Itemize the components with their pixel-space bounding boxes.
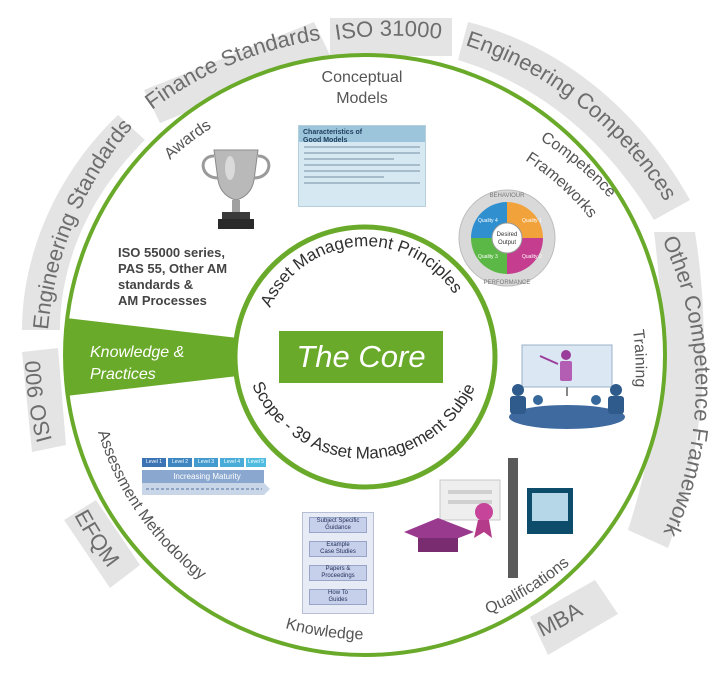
core-label: The Core xyxy=(296,339,426,374)
tab-shape-finance[interactable] xyxy=(144,22,330,123)
card-line xyxy=(304,170,420,172)
trophy-icon xyxy=(201,149,271,229)
tab-shape-efqm[interactable] xyxy=(64,500,140,588)
tab-shape-engstd[interactable] xyxy=(22,115,145,330)
knowledge-practices-line2: Practices xyxy=(90,366,156,383)
knowledge-guides-stack: Subject Specific Guidance Example Case S… xyxy=(302,512,374,614)
card-line xyxy=(304,146,420,148)
quality-q2: Quality 2 xyxy=(522,254,542,260)
knowledge-practices-wedge[interactable] xyxy=(63,318,238,396)
guide-item-line: Proceedings xyxy=(321,573,355,579)
quality-performance: PERFORMANCE xyxy=(484,280,531,286)
ring-label-training: Training xyxy=(629,328,649,387)
knowledge-practices-line1: Knowledge & xyxy=(90,344,185,361)
tab-shape-engcomp[interactable] xyxy=(458,22,690,220)
level-label: Level 2 xyxy=(171,459,189,465)
increasing-maturity-label: Increasing Maturity xyxy=(173,472,241,481)
core-label-box[interactable] xyxy=(279,331,443,383)
guide-item-line: Case Studies xyxy=(320,549,356,555)
card-line xyxy=(304,152,420,154)
maturity-level-labels: Level 1 Level 2 Level 3 Level 4 Level 5 … xyxy=(142,458,266,488)
good-models-card-header: Characteristics of Good Models xyxy=(299,126,425,144)
iso55000-line3: standards & xyxy=(118,277,194,292)
knowledge-practices-label: Knowledge & Practices xyxy=(90,342,230,386)
training-presentation-icon xyxy=(509,344,625,429)
level-label: Level 5 xyxy=(247,459,265,465)
card-line xyxy=(304,158,394,160)
ring-label-conceptual-1: Conceptual xyxy=(322,69,403,86)
level-label: Level 1 xyxy=(145,459,163,465)
card-line xyxy=(304,182,420,184)
iso55000-line2: PAS 55, Other AM xyxy=(118,261,228,276)
iso55000-line1: ISO 55000 series, xyxy=(118,245,225,260)
iso55000-line4: AM Processes xyxy=(118,293,207,308)
card-line xyxy=(304,164,420,166)
quality-behaviour: BEHAVIOUR xyxy=(490,193,526,199)
iso55000-text: ISO 55000 series, PAS 55, Other AM stand… xyxy=(118,245,248,309)
level-label: Level 3 xyxy=(197,459,215,465)
guide-item[interactable]: Example Case Studies xyxy=(309,541,367,557)
good-models-title-2: Good Models xyxy=(303,137,348,144)
quality-q1: Quality 1 xyxy=(522,218,542,224)
guide-item-line: Papers & xyxy=(325,566,351,572)
guide-item-line: Subject Specific xyxy=(316,518,360,524)
guide-item-line: How To xyxy=(328,590,348,596)
quality-wheel-icon: Desired Output Quality 1 Quality 2 Quali… xyxy=(458,189,556,287)
good-models-card: Characteristics of Good Models xyxy=(298,125,426,207)
card-line xyxy=(304,176,384,178)
guide-item-line: Guides xyxy=(328,597,348,603)
quality-center-2: Output xyxy=(498,240,516,246)
maturity-levels-graphic xyxy=(142,458,270,495)
quality-q4: Quality 4 xyxy=(478,218,498,224)
tab-shape-iso31000[interactable] xyxy=(330,18,452,56)
good-models-title-1: Characteristics of xyxy=(303,129,363,136)
guide-item[interactable]: How To Guides xyxy=(309,589,367,605)
tab-shape-iso9001[interactable] xyxy=(22,348,66,452)
qualifications-graduation-icon xyxy=(404,458,573,578)
tab-shape-mba[interactable] xyxy=(530,580,618,655)
guide-item[interactable]: Subject Specific Guidance xyxy=(309,517,367,533)
ring-label-conceptual-2: Models xyxy=(336,90,388,107)
level-label: Level 4 xyxy=(223,459,241,465)
quality-center-1: Desired xyxy=(497,232,518,238)
tab-label-iso31000: ISO 31000 xyxy=(333,16,443,45)
tab-shape-othercomp[interactable] xyxy=(628,232,704,548)
guide-item-line: Example xyxy=(326,542,350,548)
quality-q3: Quality 3 xyxy=(478,254,498,260)
outer-tabs xyxy=(22,18,704,655)
guide-item-line: Guidance xyxy=(325,525,351,531)
guide-item[interactable]: Papers & Proceedings xyxy=(309,565,367,581)
